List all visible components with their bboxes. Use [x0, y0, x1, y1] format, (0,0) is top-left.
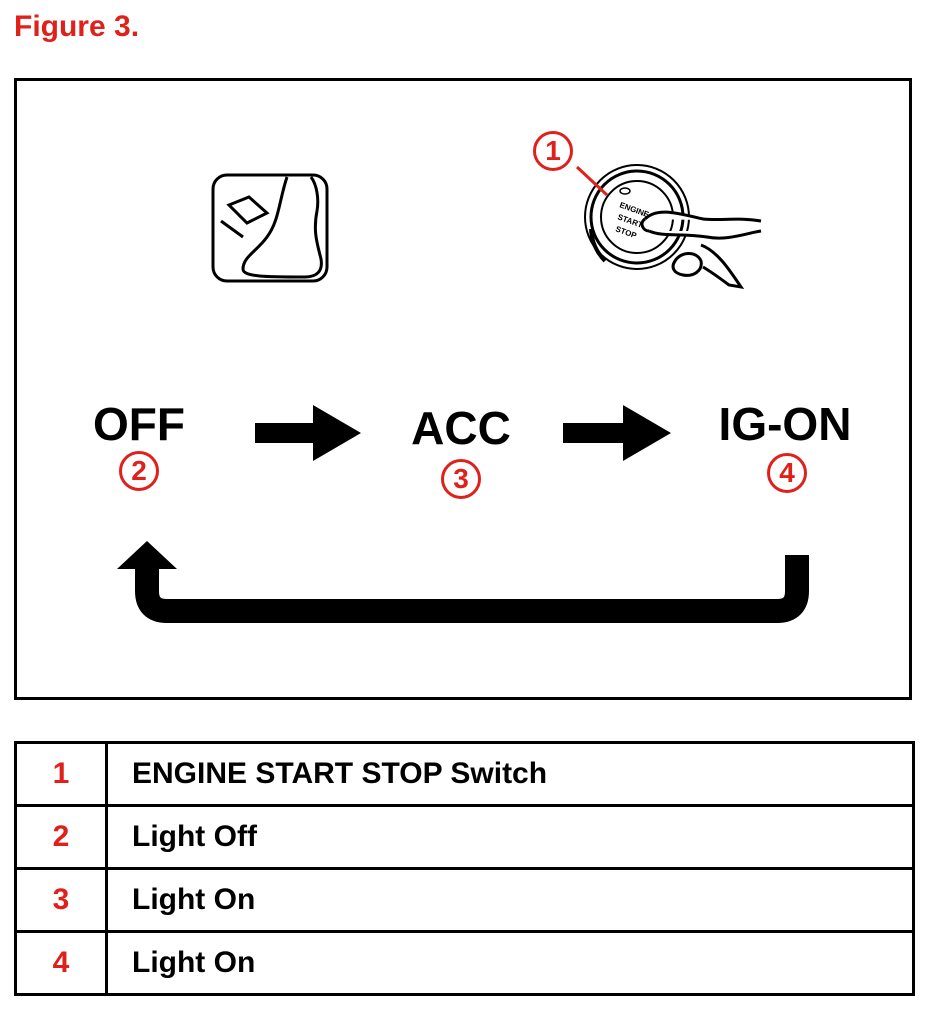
- brake-pedal-icon: [211, 173, 329, 283]
- right-arrow-icon: [255, 405, 361, 461]
- return-arrow-icon: [135, 555, 809, 623]
- state-off-label: OFF: [93, 398, 185, 450]
- callout-4: 4: [767, 453, 807, 493]
- legend-description: Light On: [105, 930, 915, 996]
- callout-3: 3: [441, 459, 481, 499]
- legend-number: 3: [14, 867, 108, 933]
- legend-number: 1: [14, 741, 108, 807]
- legend-description: Light On: [105, 867, 915, 933]
- legend-number: 2: [14, 804, 108, 870]
- callout-2: 2: [119, 451, 159, 491]
- legend-description: ENGINE START STOP Switch: [105, 741, 915, 807]
- start-button-press-icon: ENGINE START STOP: [584, 164, 762, 290]
- diagram-panel: ENGINE START STOP 1 OFF 2 ACC 3 IG-ON 4: [14, 78, 912, 700]
- right-arrow-icon: [563, 405, 671, 461]
- legend-description: Light Off: [105, 804, 915, 870]
- callout-1: 1: [533, 131, 573, 171]
- legend-number: 4: [14, 930, 108, 996]
- figure-title: Figure 3.: [14, 10, 140, 43]
- diagram-graphics: ENGINE START STOP: [117, 164, 809, 623]
- state-ig-on-label: IG-ON: [718, 398, 852, 450]
- state-acc-label: ACC: [411, 402, 511, 454]
